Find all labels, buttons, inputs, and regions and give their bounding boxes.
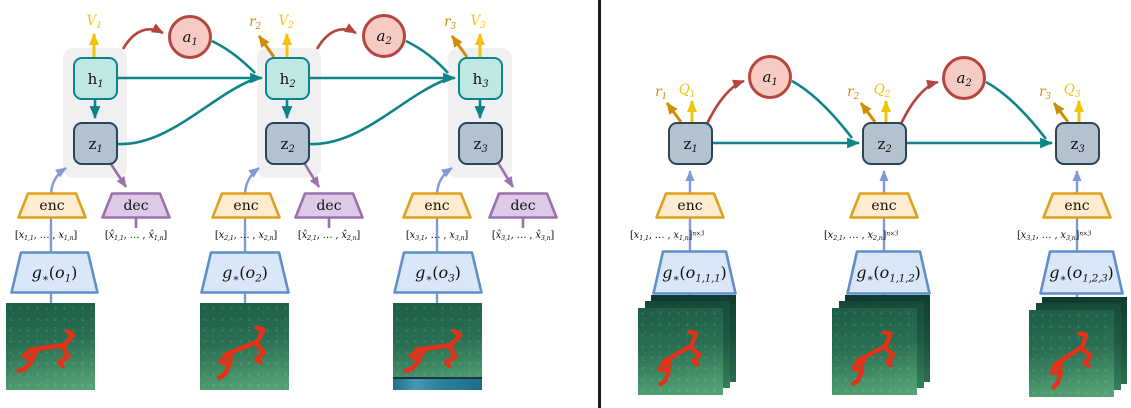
- recon-label-xhat3: [x̂3,1, … , x̂3,n]: [491, 230, 555, 243]
- value-label-v2: V2: [278, 13, 294, 31]
- encoder-2: enc: [211, 192, 281, 219]
- frame-stack-front-1: [638, 308, 723, 395]
- observation-image-1: [6, 303, 95, 390]
- decoder-3: dec: [488, 192, 558, 219]
- action-node-a2-right: a2: [942, 56, 986, 100]
- latent-state-z2-right: z2: [862, 122, 907, 165]
- deterministic-state-h2: h2: [265, 57, 310, 100]
- deterministic-state-h3: h3: [458, 57, 503, 100]
- cheetah-figure: [16, 328, 76, 374]
- encoder-3: enc: [402, 192, 472, 219]
- observation-image-3: [393, 303, 482, 390]
- frame-stack-front-3: [1029, 310, 1114, 397]
- stochastic-state-z2: z2: [265, 122, 310, 165]
- recon-label-xhat1: [x̂1,1, … , x̂1,n]: [104, 230, 168, 243]
- stochastic-state-z3: z3: [458, 122, 503, 165]
- pretrained-encoder-g1: g∗(o1): [10, 251, 99, 294]
- pretrained-encoder-g2-right: g∗(o1,1,2): [846, 250, 931, 295]
- cheetah-figure: [217, 325, 267, 380]
- deterministic-state-h1: h1: [73, 57, 118, 100]
- latent-state-z3-right: z3: [1055, 122, 1100, 165]
- reward-label-r3: r3: [444, 14, 456, 32]
- features-label-x1-right: [x1,1, … , x1,n]n×3: [629, 230, 705, 243]
- reward-label-r2: r2: [249, 14, 261, 32]
- pretrained-encoder-g3-right: g∗(o1,2,3): [1039, 250, 1124, 295]
- action-node-a2: a2: [362, 14, 406, 58]
- encoder-3-right: enc: [1042, 192, 1112, 219]
- encoder-2-right: enc: [849, 192, 919, 219]
- encoder-1-right: enc: [655, 192, 725, 219]
- cheetah-figure: [850, 330, 896, 386]
- encoder-1: enc: [17, 192, 87, 219]
- panel-divider: [598, 0, 601, 408]
- action-node-a1: a1: [168, 15, 212, 59]
- pretrained-encoder-g2: g∗(o2): [200, 251, 290, 294]
- value-label-v1: V1: [86, 13, 102, 31]
- pretrained-encoder-g3: g∗(o3): [393, 251, 483, 294]
- features-label-x3-right: [x3,1, … , x3,n]n×3: [1016, 230, 1092, 243]
- features-label-x2-right: [x2,1, … , x2,n]n×3: [823, 230, 899, 243]
- decoder-1: dec: [101, 192, 171, 219]
- reward-label-r1-right: r1: [655, 84, 667, 102]
- cheetah-figure: [403, 328, 463, 374]
- q-label-q2: Q2: [873, 82, 891, 100]
- q-label-q3: Q3: [1063, 82, 1081, 100]
- recon-label-xhat2: [x̂2,1, … , x̂2,n]: [297, 230, 361, 243]
- pretrained-encoder-g1-right: g∗(o1,1,1): [652, 250, 737, 295]
- action-node-a1-right: a1: [748, 55, 792, 99]
- decoder-2: dec: [294, 192, 364, 219]
- stochastic-state-z1: z1: [73, 122, 118, 165]
- latent-state-z1-right: z1: [668, 122, 713, 165]
- frame-stack-front-2: [832, 308, 917, 395]
- cheetah-figure: [657, 329, 702, 387]
- observation-image-2: [200, 303, 289, 390]
- cheetah-figure: [1049, 331, 1093, 390]
- value-label-v3: V3: [470, 13, 486, 31]
- floor-band: [393, 377, 482, 390]
- q-label-q1: Q1: [678, 82, 696, 100]
